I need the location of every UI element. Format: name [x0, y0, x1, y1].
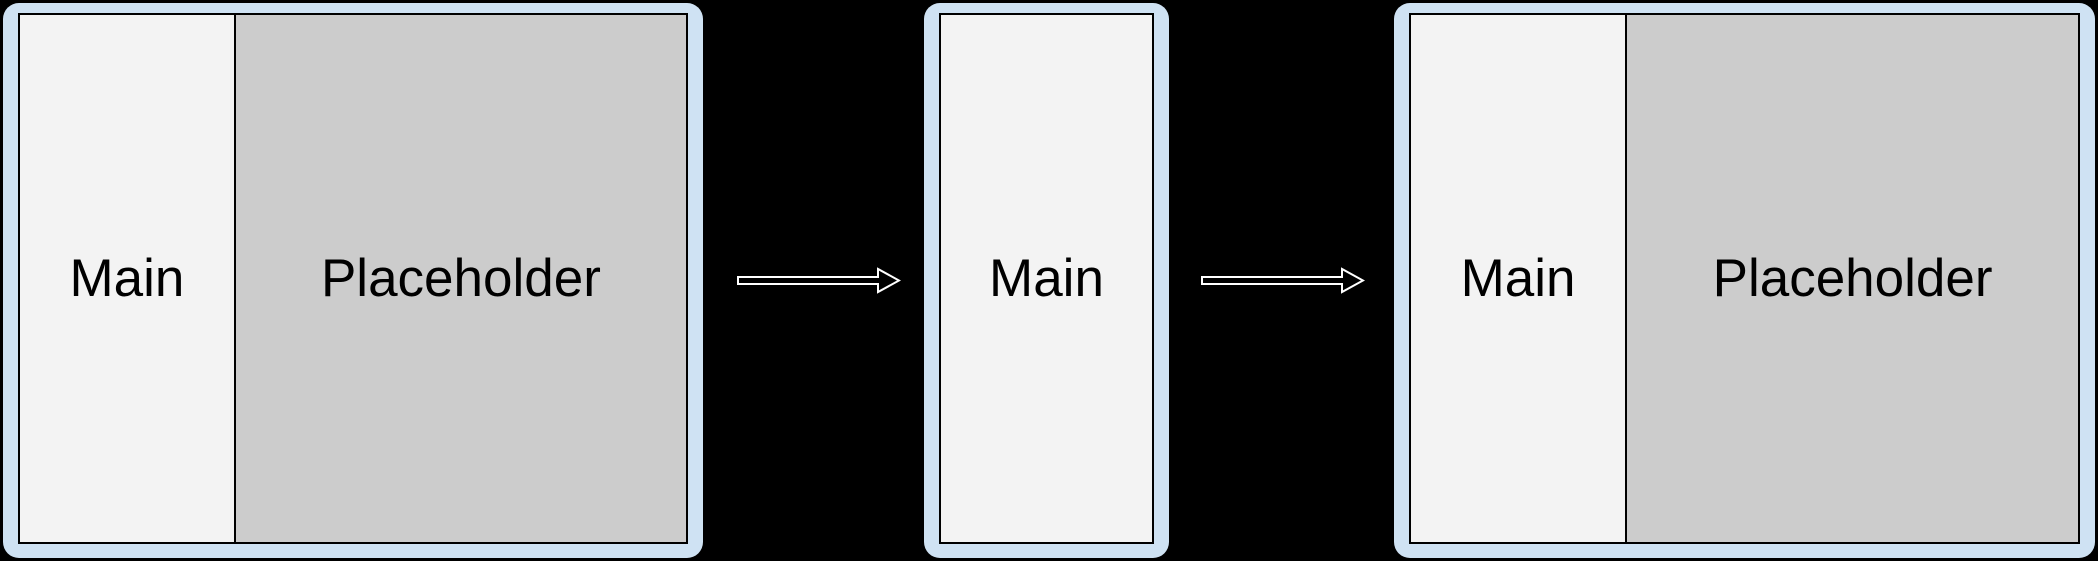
- frame-middle-content: Main: [939, 13, 1154, 544]
- frame-left-content: Main Placeholder: [18, 13, 688, 544]
- placeholder-pane-label: Placeholder: [1712, 248, 1993, 308]
- placeholder-pane: Placeholder: [233, 15, 686, 542]
- frame-left-expanded: Main Placeholder: [3, 3, 703, 558]
- placeholder-pane-label: Placeholder: [320, 248, 601, 308]
- main-pane-label: Main: [989, 248, 1104, 308]
- main-pane: Main: [941, 15, 1152, 542]
- frame-middle-collapsed: Main: [924, 3, 1169, 558]
- frame-right-expanded: Main Placeholder: [1394, 3, 2095, 558]
- placeholder-pane: Placeholder: [1625, 15, 2078, 542]
- main-pane-label: Main: [1460, 248, 1576, 308]
- right-arrow-icon: [737, 267, 901, 294]
- main-pane: Main: [1411, 15, 1626, 542]
- main-pane: Main: [20, 15, 234, 542]
- right-arrow-icon: [1201, 267, 1365, 294]
- frame-right-content: Main Placeholder: [1409, 13, 2080, 544]
- main-pane-label: Main: [69, 248, 185, 308]
